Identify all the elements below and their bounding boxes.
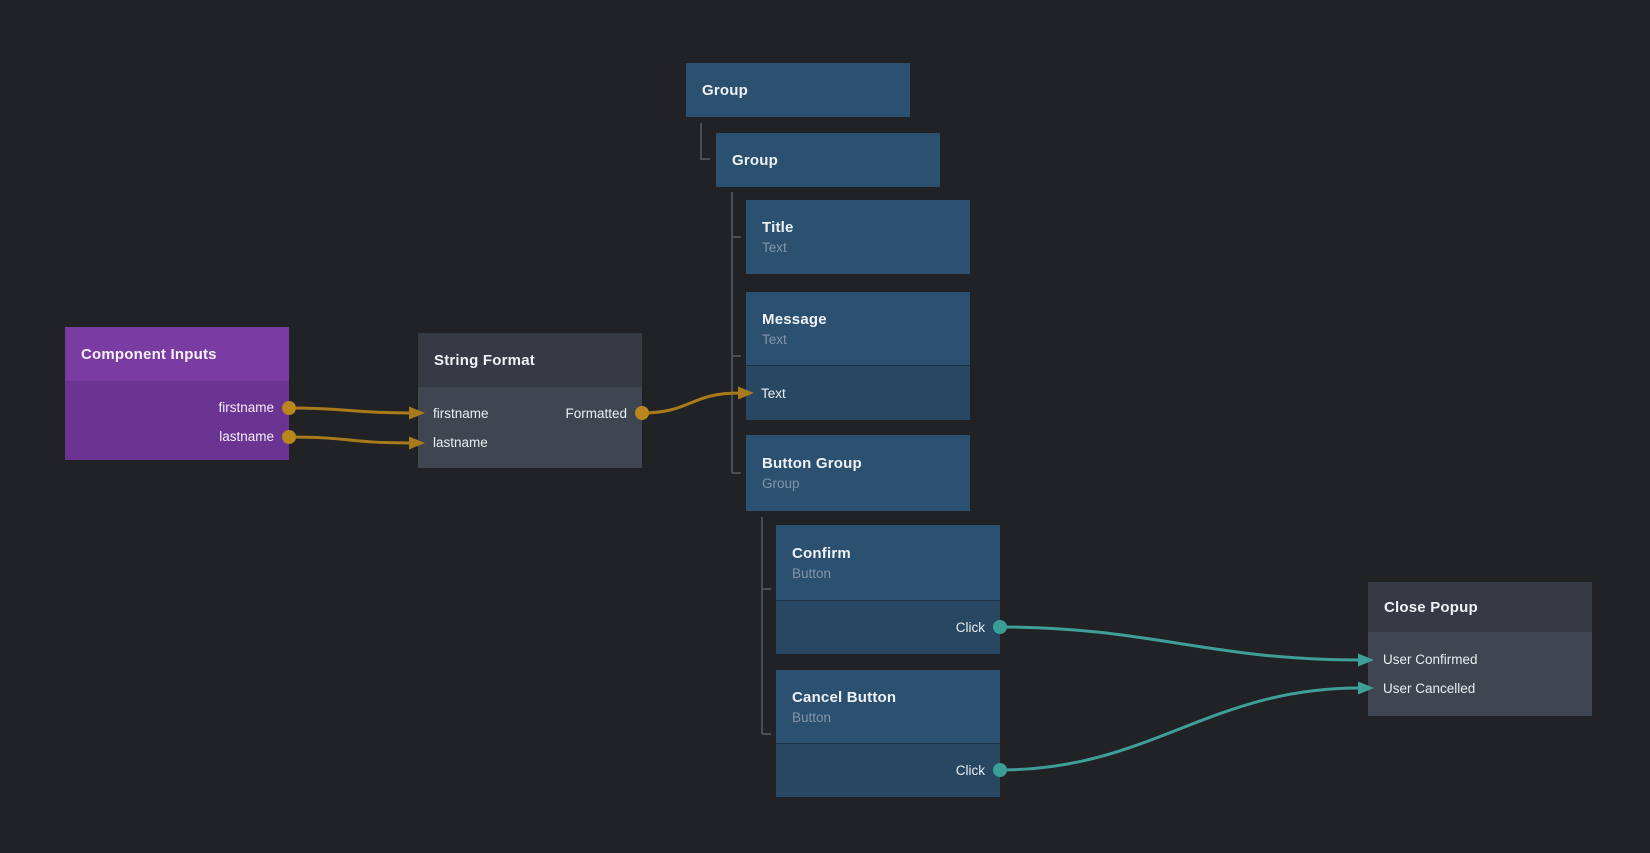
node-title: Cancel Button [792,688,897,706]
node-body: User Confirmed User Cancelled [1368,632,1592,716]
node-title: String Format [434,351,535,369]
port-user-confirmed-input[interactable]: User Confirmed [1383,652,1478,667]
node-subtitle: Text [762,240,787,255]
node-header: Confirm Button [776,525,1000,600]
node-title: Button Group [762,455,862,472]
node-title-text[interactable]: Title Text [746,200,970,274]
node-header: Component Inputs [65,327,289,381]
node-title: Confirm [792,544,851,562]
node-subtitle: Button [792,709,832,725]
port-lastname-input[interactable]: lastname [433,435,488,450]
port-label: Text [761,385,786,401]
node-subtitle: Button [792,565,832,581]
node-button-group[interactable]: Button Group Group [746,435,970,511]
node-header: Close Popup [1368,582,1592,632]
node-title: Group [732,151,778,169]
node-title: Message [762,310,827,328]
port-text-input[interactable]: Text [746,365,970,420]
node-confirm[interactable]: Confirm Button Click [776,525,1000,654]
port-formatted-output[interactable]: Formatted [565,406,627,421]
wire-cancel-click-to-closepopup-usercancelled[interactable] [999,686,1360,772]
node-component-inputs[interactable]: Component Inputs firstname lastname [65,327,289,460]
node-close-popup[interactable]: Close Popup User Confirmed User Cancelle… [1368,582,1592,716]
node-header: Message Text [746,292,970,365]
port-user-cancelled-input[interactable]: User Cancelled [1383,681,1476,696]
node-body: firstname lastname [65,381,289,460]
wire-stringformat-formatted-to-message-text[interactable] [641,391,740,415]
node-subtitle: Group [762,476,800,491]
node-title: Close Popup [1384,598,1478,616]
port-firstname-input[interactable]: firstname [433,406,489,421]
node-body: firstname Formatted lastname [418,387,642,468]
port-click-output[interactable]: Click [776,600,1000,654]
port-firstname-output[interactable]: firstname [65,393,289,422]
wire-componentinputs-firstname-to-stringformat-firstname[interactable] [288,406,411,415]
node-string-format[interactable]: String Format firstname Formatted lastna… [418,333,642,468]
node-header: Group [686,63,910,117]
port-lastname-output[interactable]: lastname [65,422,289,451]
node-header: Cancel Button Button [776,670,1000,743]
node-header: Title Text [746,200,970,274]
tree-connector-line [700,123,710,160]
node-header: Button Group Group [746,435,970,511]
wire-confirm-click-to-closepopup-userconfirmed[interactable] [999,625,1360,662]
node-cancel-button[interactable]: Cancel Button Button Click [776,670,1000,797]
node-title: Component Inputs [81,345,217,363]
port-label: Click [955,763,985,778]
port-label: Click [955,620,985,635]
node-message[interactable]: Message Text Text [746,292,970,420]
node-header: String Format [418,333,642,387]
port-label: firstname [218,400,274,415]
node-group-2[interactable]: Group [716,133,940,187]
node-title: Group [702,81,748,99]
node-subtitle: Text [762,331,787,347]
port-click-output[interactable]: Click [776,743,1000,797]
wire-componentinputs-lastname-to-stringformat-lastname[interactable] [288,435,411,445]
port-label: lastname [219,429,274,444]
node-header: Group [716,133,940,187]
node-group-1[interactable]: Group [686,63,910,117]
node-title: Title [762,219,794,236]
